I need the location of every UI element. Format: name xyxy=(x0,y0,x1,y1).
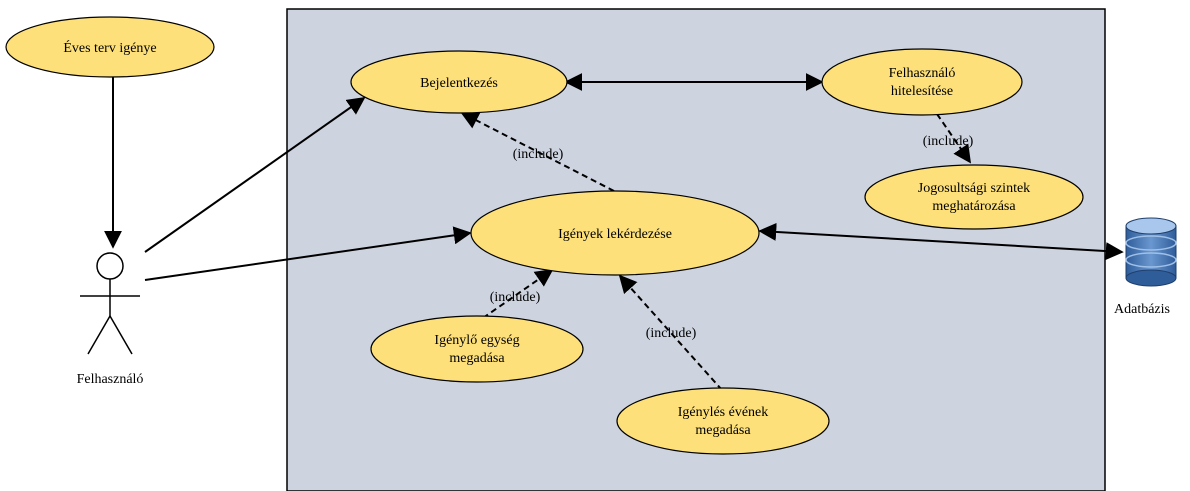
use-case-user-auth[interactable]: Felhasználó hitelesítése xyxy=(821,48,1023,116)
actor-user-label: Felhasználó xyxy=(77,372,144,387)
use-case-unit-label-1: Igénylő egység xyxy=(434,333,519,348)
include-unit-query xyxy=(482,268,554,319)
edge-user-to-login xyxy=(144,96,366,253)
use-case-query-label: Igények lekérdezése xyxy=(558,227,672,242)
use-case-login-label: Bejelentkezés xyxy=(420,76,498,91)
use-case-user-auth-label-1: Felhasználó xyxy=(889,66,956,81)
use-case-request-year[interactable]: Igénylés évének megadása xyxy=(616,387,830,455)
edge-query-database xyxy=(758,222,1124,261)
use-case-annual-plan[interactable]: Éves terv igénye xyxy=(5,16,215,78)
use-case-permission-label-1: Jogosultsági szintek xyxy=(918,181,1030,196)
use-case-permission-levels[interactable]: Jogosultsági szintek meghatározása xyxy=(864,164,1084,230)
use-case-year-label-2: megadása xyxy=(695,423,751,438)
use-case-annual-plan-label: Éves terv igénye xyxy=(63,39,156,56)
use-case-login[interactable]: Bejelentkezés xyxy=(350,50,568,114)
actor-database-label: Adatbázis xyxy=(1114,302,1170,317)
include-label-auth: (include) xyxy=(923,134,974,149)
include-label-unit: (include) xyxy=(490,290,541,305)
use-case-permission-label-2: meghatározása xyxy=(932,199,1016,214)
include-query-login xyxy=(460,112,615,192)
use-case-query-requests[interactable]: Igények lekérdezése xyxy=(470,190,760,276)
edge-user-to-query xyxy=(144,226,472,281)
use-case-user-auth-label-2: hitelesítése xyxy=(891,84,953,99)
actor-database[interactable]: Adatbázis xyxy=(1114,217,1177,317)
database-icon xyxy=(1125,217,1177,287)
include-label-login: (include) xyxy=(513,147,564,162)
include-label-year: (include) xyxy=(646,326,697,341)
use-case-unit-label-2: megadása xyxy=(449,351,505,366)
include-year-query xyxy=(618,274,723,391)
stick-figure-icon xyxy=(80,252,140,355)
use-case-requesting-unit[interactable]: Igénylő egység megadása xyxy=(370,315,584,383)
actor-user[interactable]: Felhasználó xyxy=(77,252,144,387)
use-case-year-label-1: Igénylés évének xyxy=(678,405,769,420)
